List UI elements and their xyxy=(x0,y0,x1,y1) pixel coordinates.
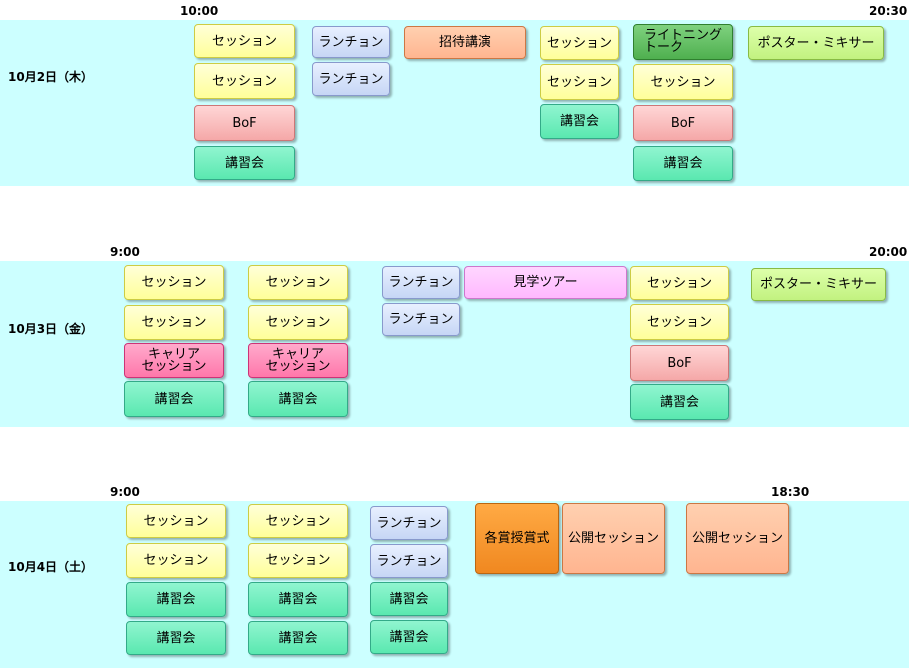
day3-award-ceremony-block[interactable]: 各賞授賞式 xyxy=(475,503,559,574)
day3-session-block[interactable]: セッション xyxy=(126,543,226,578)
day2-career-session-block[interactable]: キャリア セッション xyxy=(248,343,348,378)
day1-bof-block[interactable]: BoF xyxy=(194,105,295,141)
day2-workshop-block[interactable]: 講習会 xyxy=(630,384,729,420)
day3-luncheon-block[interactable]: ランチョン xyxy=(370,544,448,578)
day3-start-time: 9:00 xyxy=(110,485,140,499)
day1-end-time: 20:30 xyxy=(869,4,908,18)
day1-workshop-block[interactable]: 講習会 xyxy=(194,146,295,180)
day3-end-time: 18:30 xyxy=(771,485,810,499)
day2-luncheon-block[interactable]: ランチョン xyxy=(382,266,460,299)
day2-session-block[interactable]: セッション xyxy=(630,304,729,340)
day3-luncheon-block[interactable]: ランチョン xyxy=(370,506,448,540)
day3-workshop-block[interactable]: 講習会 xyxy=(248,621,348,655)
day1-session-block[interactable]: セッション xyxy=(194,63,295,99)
day2-session-block[interactable]: セッション xyxy=(248,265,348,300)
day2-session-block[interactable]: セッション xyxy=(630,266,729,300)
day2-session-block[interactable]: セッション xyxy=(124,265,224,300)
day3-workshop-block[interactable]: 講習会 xyxy=(370,620,448,654)
day1-date-label: 10月2日（木） xyxy=(8,70,94,84)
day1-invited-talk-block[interactable]: 招待講演 xyxy=(404,26,526,59)
day2-session-block[interactable]: セッション xyxy=(124,305,224,340)
day1-poster-mixer-block[interactable]: ポスター・ミキサー xyxy=(748,26,884,60)
day2-date-label: 10月3日（金） xyxy=(8,322,94,336)
day2-workshop-block[interactable]: 講習会 xyxy=(248,381,348,417)
day3-session-block[interactable]: セッション xyxy=(248,504,348,538)
day2-workshop-block[interactable]: 講習会 xyxy=(124,381,224,417)
day1-session-block[interactable]: セッション xyxy=(540,26,619,60)
day1-luncheon-block[interactable]: ランチョン xyxy=(312,62,390,96)
day3-workshop-block[interactable]: 講習会 xyxy=(126,582,226,617)
day1-workshop-block[interactable]: 講習会 xyxy=(633,146,733,181)
day1-start-time: 10:00 xyxy=(180,4,219,18)
day1-session-block[interactable]: セッション xyxy=(194,24,295,58)
day2-career-session-block[interactable]: キャリア セッション xyxy=(124,343,224,378)
day3-session-block[interactable]: セッション xyxy=(126,504,226,538)
day1-session-block[interactable]: セッション xyxy=(540,64,619,100)
day2-end-time: 20:00 xyxy=(869,245,908,259)
day1-luncheon-block[interactable]: ランチョン xyxy=(312,26,390,58)
day1-bof-block[interactable]: BoF xyxy=(633,105,733,141)
day2-session-block[interactable]: セッション xyxy=(248,305,348,340)
day1-workshop-block[interactable]: 講習会 xyxy=(540,104,619,139)
day2-tour-block[interactable]: 見学ツアー xyxy=(464,266,627,299)
day1-lightning-talk-block[interactable]: ライトニング トーク xyxy=(633,24,733,60)
day2-poster-mixer-block[interactable]: ポスター・ミキサー xyxy=(751,268,886,301)
day1-session-block[interactable]: セッション xyxy=(633,64,733,100)
day3-workshop-block[interactable]: 講習会 xyxy=(370,582,448,616)
day2-bof-block[interactable]: BoF xyxy=(630,345,729,381)
day3-workshop-block[interactable]: 講習会 xyxy=(126,621,226,655)
day2-luncheon-block[interactable]: ランチョン xyxy=(382,303,460,336)
day2-start-time: 9:00 xyxy=(110,245,140,259)
day3-session-block[interactable]: セッション xyxy=(248,543,348,578)
day3-public-session-block[interactable]: 公開セッション xyxy=(686,503,789,574)
day3-date-label: 10月4日（土） xyxy=(8,560,94,574)
day3-public-session-block[interactable]: 公開セッション xyxy=(562,503,665,574)
day3-workshop-block[interactable]: 講習会 xyxy=(248,582,348,617)
